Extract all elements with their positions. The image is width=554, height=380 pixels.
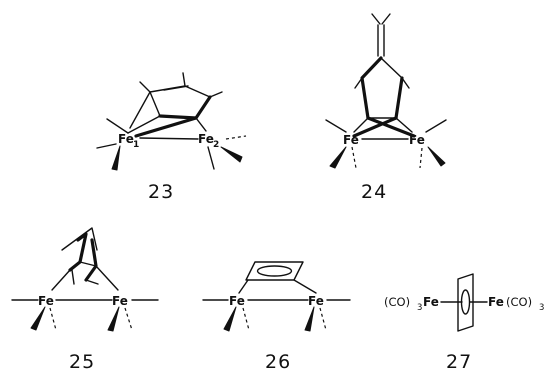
compound-number: 23 <box>148 181 174 203</box>
atom-label: Fe <box>343 133 359 147</box>
structure-24: Fe Fe 24 <box>325 13 447 203</box>
structure-26: Fe Fe 26 <box>202 261 351 373</box>
structure-23: Fe 1 Fe 2 23 <box>96 72 247 203</box>
atom-subscript: 1 <box>133 140 139 150</box>
structure-27: (CO) 3 Fe Fe (CO) 3 27 <box>384 273 544 373</box>
atom-label: Fe <box>198 132 214 146</box>
compound-number: 27 <box>446 351 472 373</box>
compound-number: 25 <box>69 351 95 373</box>
ligand-subscript: 3 <box>539 303 544 313</box>
atom-label: Fe <box>229 294 245 308</box>
atom-label: Fe <box>488 295 504 309</box>
compound-number: 26 <box>265 351 291 373</box>
atom-label: Fe <box>112 294 128 308</box>
atom-label: Fe <box>308 294 324 308</box>
ligand-label: (CO) <box>506 295 532 309</box>
ligand-label: (CO) <box>384 295 410 309</box>
atom-label: Fe <box>409 133 425 147</box>
compound-number: 24 <box>361 181 387 203</box>
atom-subscript: 2 <box>213 140 219 150</box>
ligand-subscript: 3 <box>417 303 422 313</box>
atom-label: Fe <box>38 294 54 308</box>
structure-25: Fe Fe 25 <box>11 227 159 373</box>
atom-label: Fe <box>118 132 134 146</box>
atom-label: Fe <box>423 295 439 309</box>
